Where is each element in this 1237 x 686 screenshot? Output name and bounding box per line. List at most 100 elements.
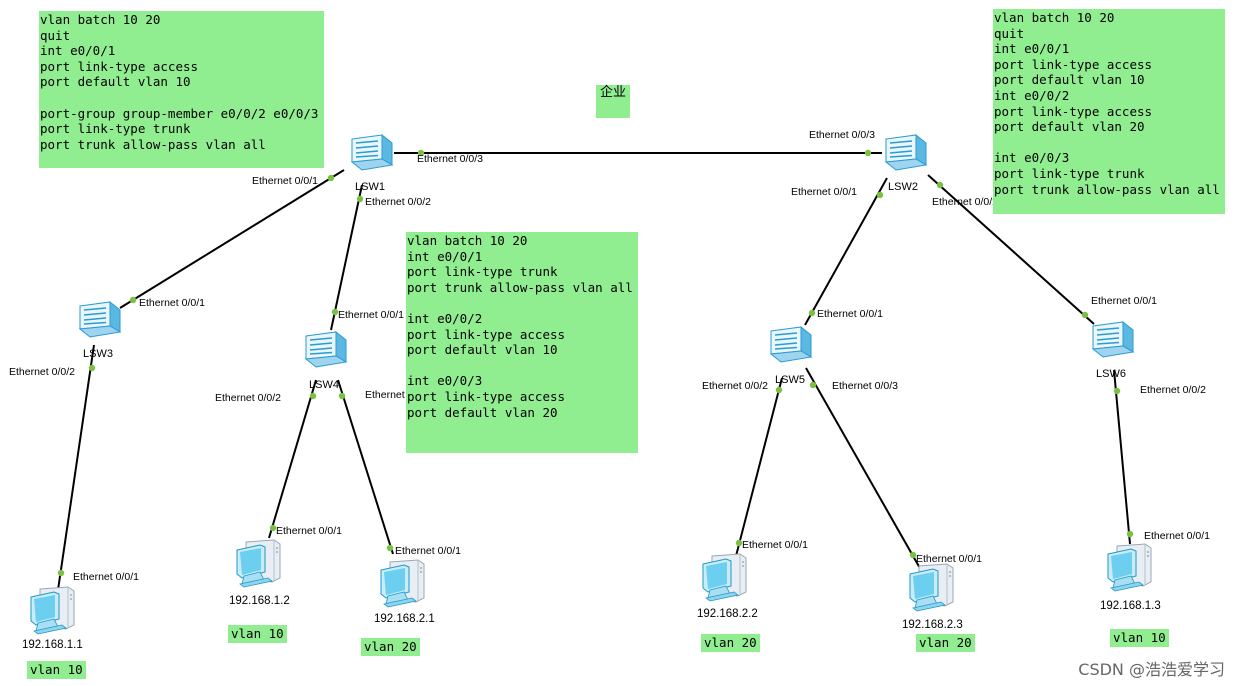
port-dot xyxy=(1081,311,1089,319)
config-note-lsw1: vlan batch 10 20 quit int e0/0/1 port li… xyxy=(39,11,324,168)
pc-icon xyxy=(236,539,281,588)
port-dot xyxy=(417,149,425,157)
pc-ip: 192.168.2.1 xyxy=(374,613,435,625)
switch-icon xyxy=(305,331,347,368)
link-lsw6-pc6 xyxy=(1113,369,1131,545)
port-label: Ethernet 0/0/2 xyxy=(9,366,75,378)
switch-lsw4[interactable]: LSW4 xyxy=(305,331,347,391)
config-text: vlan batch 10 20 quit int e0/0/1 port li… xyxy=(40,12,319,152)
port-dot xyxy=(876,191,884,199)
port-label: Ethernet 0/0/1 xyxy=(338,309,404,321)
pc-icon xyxy=(380,559,425,608)
vlan-tag: vlan 20 xyxy=(916,634,975,652)
port-dot xyxy=(909,551,917,559)
switch-label: LSW2 xyxy=(888,181,918,193)
port-dot xyxy=(269,524,277,532)
port-label: Ethernet 0/0/3 xyxy=(809,129,875,141)
config-note-lsw4: vlan batch 10 20 int e0/0/1 port link-ty… xyxy=(406,232,638,453)
port-dot xyxy=(327,174,335,182)
pc-ip: 192.168.2.3 xyxy=(902,619,963,631)
port-dot xyxy=(936,181,944,189)
switch-lsw1[interactable]: LSW1 xyxy=(351,134,393,193)
port-dot xyxy=(331,308,339,316)
port-dot xyxy=(864,149,872,157)
port-dot xyxy=(309,392,317,400)
port-label: Ethernet 0/0/2 xyxy=(1140,384,1206,396)
pc-icon xyxy=(909,563,954,612)
pc-icon xyxy=(702,553,747,602)
pc-5[interactable]: 192.168.2.3 xyxy=(902,563,963,631)
vlan-tag: vlan 20 xyxy=(361,638,420,656)
switch-icon xyxy=(79,301,121,338)
port-dot xyxy=(338,392,346,400)
port-dot xyxy=(57,569,65,577)
switch-icon xyxy=(770,326,812,363)
config-text: vlan batch 10 20 quit int e0/0/1 port li… xyxy=(994,10,1220,197)
port-label: Ethernet 0/0/1 xyxy=(1091,295,1157,307)
port-label: Ethernet 0/0/2 xyxy=(932,196,998,208)
vlan-tag: vlan 10 xyxy=(27,661,86,679)
switch-lsw3[interactable]: LSW3 xyxy=(79,301,121,360)
link-lsw5-pc4 xyxy=(735,377,783,557)
link-lsw4-pc3 xyxy=(337,379,394,555)
link-lsw3-pc1 xyxy=(57,344,95,591)
port-dot xyxy=(1113,387,1121,395)
port-label: Ethernet 0/0/1 xyxy=(791,186,857,198)
port-dot xyxy=(775,386,783,394)
port-label: Ethernet 0/0/1 xyxy=(139,297,205,309)
switch-lsw2[interactable]: LSW2 xyxy=(885,134,927,193)
port-dot xyxy=(129,296,137,304)
port-label: Ethernet 0/0/3 xyxy=(832,380,898,392)
port-label: Ethernet 0/0/1 xyxy=(252,175,318,187)
pc-2[interactable]: 192.168.1.2 xyxy=(229,539,290,607)
port-dot xyxy=(808,309,816,317)
watermark: CSDN @浩浩爱学习 xyxy=(1078,660,1225,679)
port-label: Ethernet 0/0/2 xyxy=(215,392,281,404)
pc-ip: 192.168.2.2 xyxy=(697,608,758,620)
port-label: Ethernet 0/0/2 xyxy=(365,196,431,208)
link-lsw2-lsw5 xyxy=(804,177,888,326)
pc-ip: 192.168.1.3 xyxy=(1100,600,1161,612)
config-text: vlan batch 10 20 int e0/0/1 port link-ty… xyxy=(407,233,633,420)
switch-label: LSW6 xyxy=(1096,368,1126,380)
switch-icon xyxy=(351,134,393,171)
port-label: Ethernet 0/0/1 xyxy=(395,545,461,557)
vlan-tag: vlan 10 xyxy=(1110,629,1169,647)
port-label: Ethernet 0/0/2 xyxy=(702,380,768,392)
pc-ip: 192.168.1.1 xyxy=(22,639,83,651)
port-label: Ethernet 0/0/3 xyxy=(417,153,483,165)
pc-4[interactable]: 192.168.2.2 xyxy=(697,553,758,620)
link-lsw1-lsw4 xyxy=(330,184,363,331)
pc-icon xyxy=(1107,543,1152,592)
link-lsw1-lsw3 xyxy=(119,169,345,309)
port-label: Ethernet 0/0/1 xyxy=(1144,530,1210,542)
pc-6[interactable]: 192.168.1.3 xyxy=(1100,543,1161,612)
port-dot xyxy=(735,539,743,547)
port-dot xyxy=(386,544,394,552)
switch-lsw5[interactable]: LSW5 xyxy=(770,326,812,386)
port-label: Ethernet 0/0/1 xyxy=(73,571,139,583)
pc-3[interactable]: 192.168.2.1 xyxy=(374,559,435,625)
vlan-tag: vlan 10 xyxy=(228,625,287,643)
links xyxy=(57,152,1131,591)
config-note-lsw2: vlan batch 10 20 quit int e0/0/1 port li… xyxy=(993,9,1225,214)
switch-label: LSW4 xyxy=(309,379,339,391)
pc-ip: 192.168.1.2 xyxy=(229,595,290,607)
enterprise-title: 企业 xyxy=(596,85,630,118)
pc-icon xyxy=(30,586,75,635)
switch-lsw6[interactable]: LSW6 xyxy=(1092,321,1134,380)
link-lsw4-pc2 xyxy=(268,379,317,539)
switch-label: LSW3 xyxy=(83,348,113,360)
port-dots xyxy=(57,149,1134,577)
port-dot xyxy=(88,364,96,372)
link-lsw2-lsw6 xyxy=(927,174,1095,325)
port-dot xyxy=(356,195,364,203)
pc-1[interactable]: 192.168.1.1 xyxy=(22,586,83,651)
switch-icon xyxy=(885,134,927,171)
port-dot xyxy=(1126,530,1134,538)
port-dot xyxy=(809,381,817,389)
switch-icon xyxy=(1092,321,1134,358)
vlan-tag: vlan 20 xyxy=(701,634,760,652)
switch-label: LSW1 xyxy=(355,181,385,193)
